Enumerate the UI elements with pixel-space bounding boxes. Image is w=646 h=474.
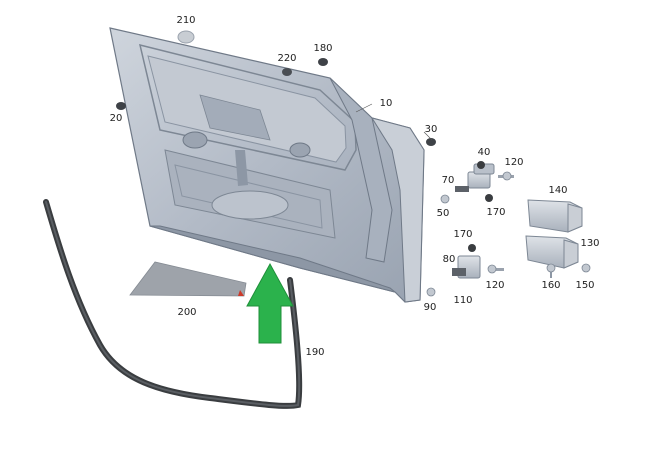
- label-120-upper: 120: [504, 157, 523, 168]
- label-200: 200: [177, 307, 196, 318]
- door-seal-190: [43, 199, 303, 409]
- plug-20: [116, 102, 126, 110]
- label-130: 130: [580, 238, 599, 249]
- label-220: 220: [277, 53, 296, 64]
- label-210: 210: [176, 15, 195, 26]
- label-170-upper: 170: [486, 207, 505, 218]
- label-160: 160: [541, 280, 560, 291]
- label-120-lower: 120: [485, 280, 504, 291]
- label-140: 140: [548, 185, 567, 196]
- label-20: 20: [110, 113, 123, 124]
- label-50: 50: [437, 208, 450, 219]
- label-180: 180: [313, 43, 332, 54]
- plug-30: [426, 138, 436, 146]
- label-90: 90: [424, 302, 437, 313]
- direction-arrow: [246, 262, 294, 344]
- door-check-140: [527, 199, 583, 233]
- label-10: 10: [380, 98, 393, 109]
- nut-150: [581, 263, 591, 273]
- lower-hinge-assembly: [426, 244, 504, 297]
- bolt-160: [546, 263, 556, 278]
- door-inner-panel: [109, 27, 425, 303]
- label-150: 150: [575, 280, 594, 291]
- leader-lines: [355, 103, 433, 141]
- label-70: 70: [442, 175, 455, 186]
- trim-panel-200: [129, 261, 247, 297]
- label-190: 190: [305, 347, 324, 358]
- grommet-210: [177, 30, 195, 44]
- plug-180: [318, 58, 328, 66]
- label-80: 80: [443, 254, 456, 265]
- label-170-lower: 170: [453, 229, 472, 240]
- door-check-130: [525, 235, 579, 269]
- label-40: 40: [478, 147, 491, 158]
- label-110: 110: [453, 295, 472, 306]
- upper-hinge-assembly: [440, 161, 514, 204]
- clip-220: [282, 68, 292, 76]
- part-labels: 210 220 180 20 10 30 40 120 70 170 50 14…: [110, 15, 600, 358]
- label-30: 30: [425, 124, 438, 135]
